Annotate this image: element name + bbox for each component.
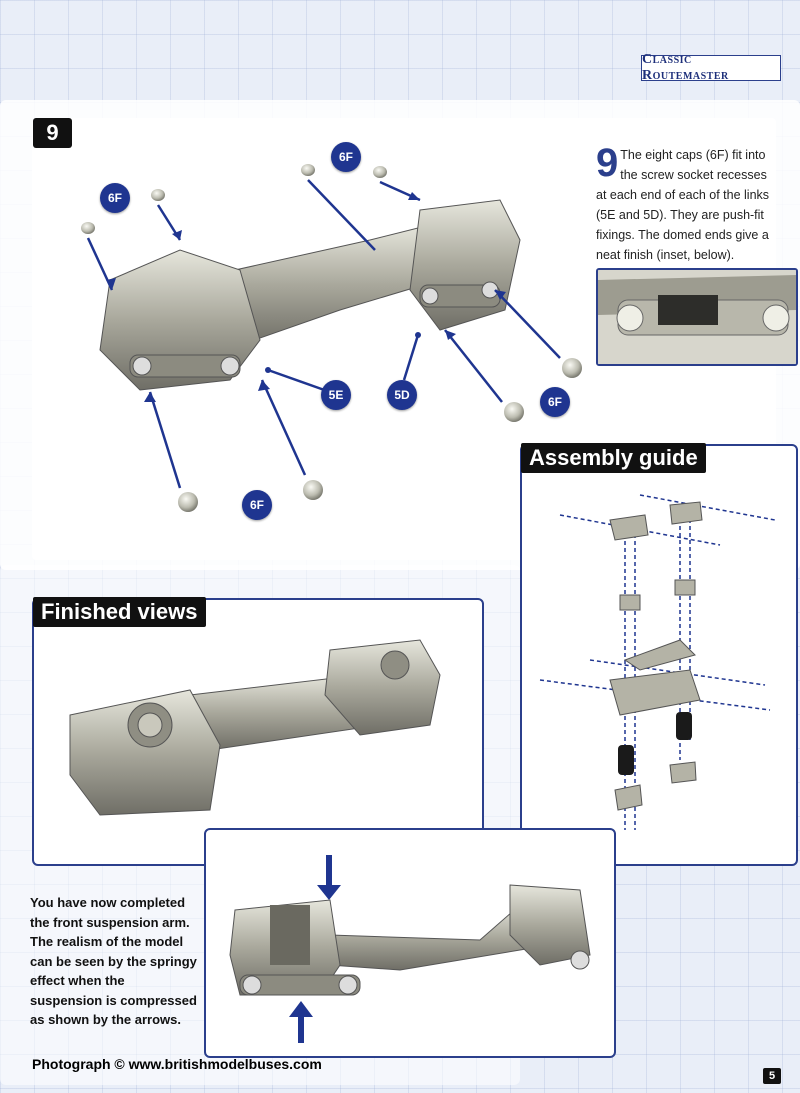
- photo-credit: Photograph © www.britishmodelbuses.com: [32, 1056, 322, 1072]
- page-number: 5: [763, 1068, 781, 1084]
- callout-6f: 6F: [331, 142, 361, 172]
- compressed-suspension-illustration: [229, 855, 591, 1043]
- exploded-assembly-diagram: [539, 494, 776, 830]
- step-number-badge: 9: [33, 118, 72, 148]
- callout-6f: 6F: [242, 490, 272, 520]
- inset-cap-detail-illustration: [598, 270, 796, 364]
- finished-views-title: Finished views: [33, 597, 206, 627]
- finished-caption: You have now completed the front suspens…: [30, 895, 197, 1027]
- series-title: Classic Routemaster: [641, 52, 781, 83]
- suspension-arm-exploded-illustration: [81, 164, 582, 512]
- callout-6f: 6F: [100, 183, 130, 213]
- callout-6f: 6F: [540, 387, 570, 417]
- assembly-guide-title: Assembly guide: [521, 443, 706, 473]
- callout-5e: 5E: [321, 380, 351, 410]
- finished-arm-illustration: [69, 639, 441, 816]
- step-text: The eight caps (6F) fit into the screw s…: [596, 148, 770, 262]
- callout-5d: 5D: [387, 380, 417, 410]
- step-dropcap: 9: [596, 141, 619, 185]
- inset-photo: [596, 268, 798, 366]
